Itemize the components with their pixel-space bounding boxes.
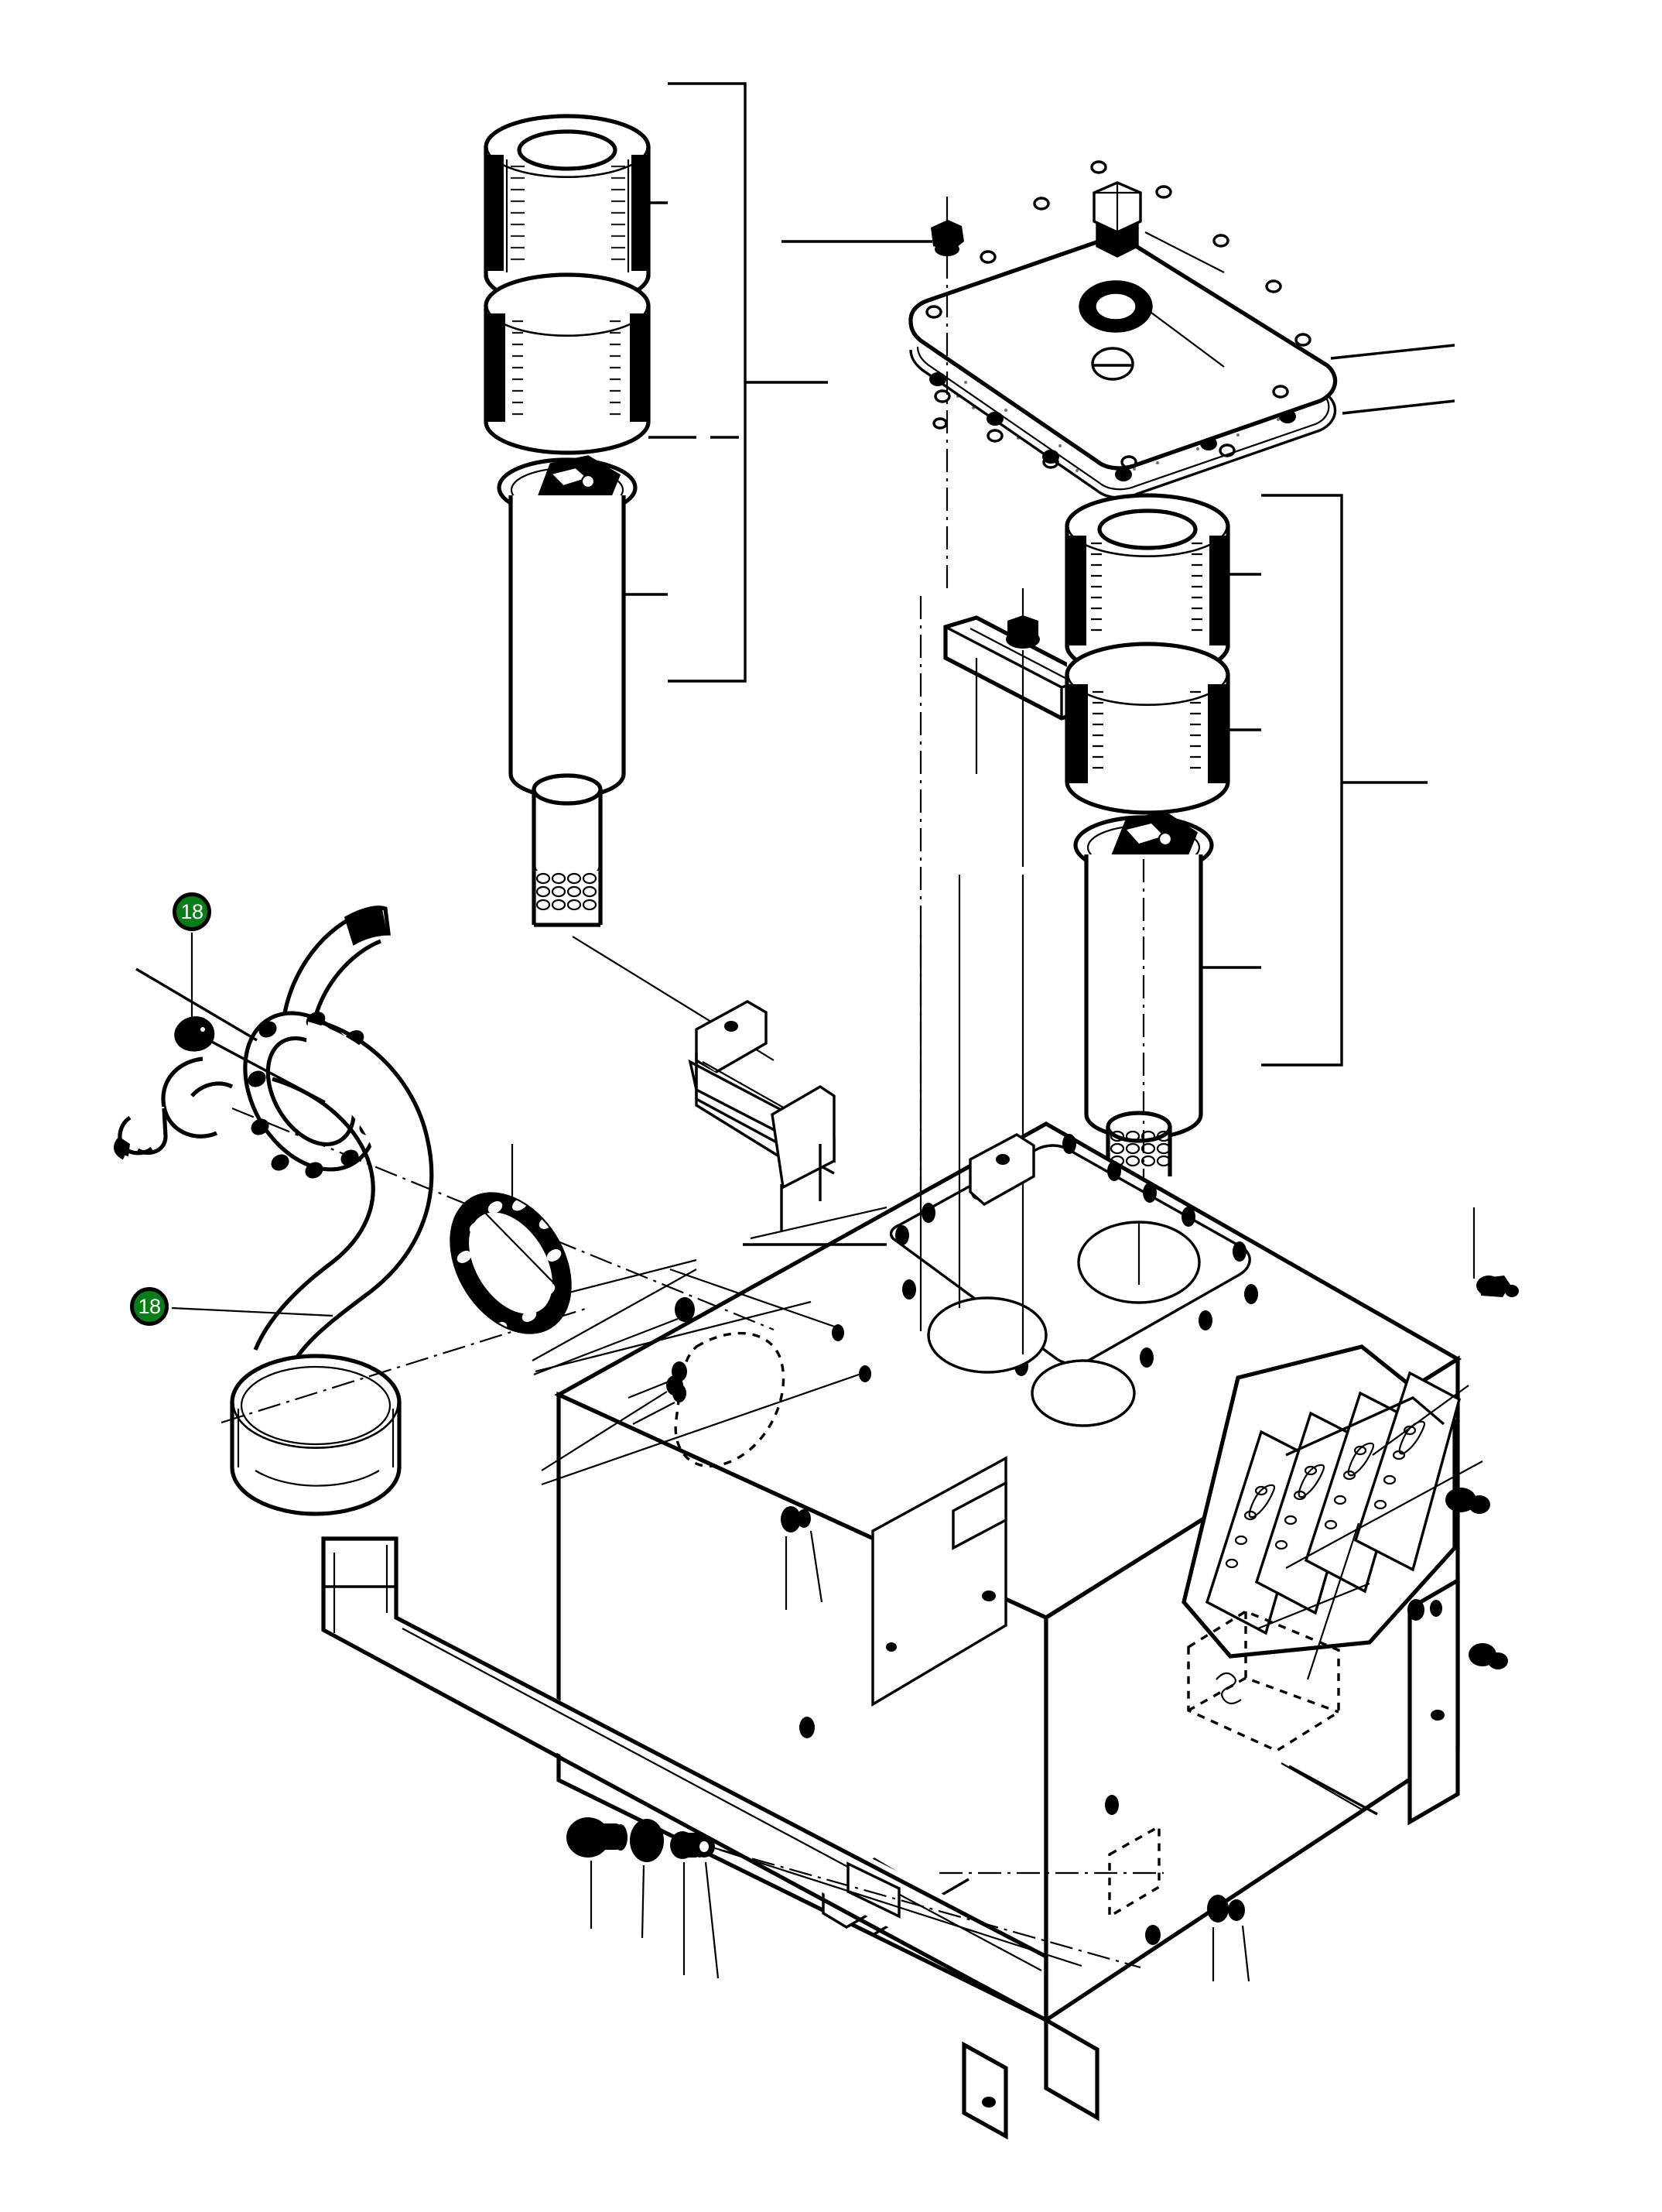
filter-element-upper-left — [484, 114, 668, 308]
cover-holes — [925, 160, 1311, 469]
clamp-bar-bolt — [1006, 588, 1040, 649]
left-stack-bracket — [668, 82, 828, 683]
filter-element-lower-left — [484, 272, 739, 455]
left-filter-stack — [484, 82, 828, 1061]
right-side-fasteners — [939, 1207, 1519, 1982]
filter-element-lower-right — [1065, 642, 1261, 815]
tank-top-cover — [781, 160, 1455, 588]
flange-hex-nut — [174, 1016, 215, 1052]
mid-left-fasteners — [533, 1297, 695, 1471]
oil-cooler-assembly — [1182, 1344, 1508, 1752]
flange-gasket-ring — [450, 1144, 697, 1361]
base-fastener-set — [566, 1817, 1141, 1979]
right-stack-bracket — [1261, 494, 1428, 1067]
callout-badge-number[interactable]: 18 — [130, 1287, 169, 1326]
side-access-cover — [871, 1456, 1007, 1707]
breather-plug — [1093, 181, 1225, 273]
right-filter-body — [1073, 811, 1261, 1207]
deck-bracket — [688, 1000, 1035, 1246]
cover-bolt — [781, 197, 964, 588]
cover-small-plug — [1091, 347, 1134, 381]
right-filter-stack — [1065, 493, 1428, 1207]
left-filter-body — [497, 455, 775, 1061]
callout-badge-number[interactable]: 18 — [173, 892, 211, 931]
junction-box-hidden — [1187, 1610, 1340, 1752]
filter-element-upper-right — [1065, 493, 1261, 679]
cover-port-ring — [1079, 280, 1225, 368]
